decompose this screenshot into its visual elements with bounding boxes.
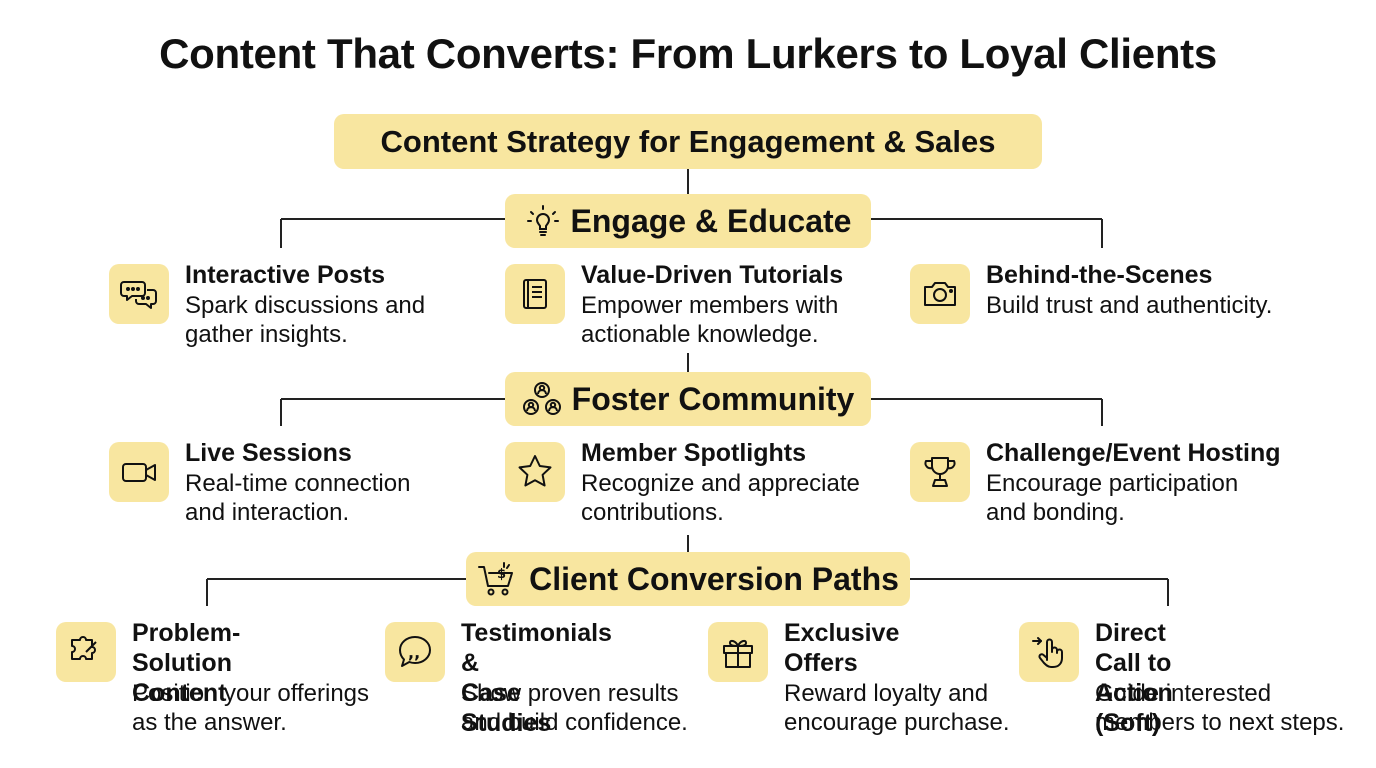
- video-camera-icon: [122, 463, 156, 482]
- card-title: Member Spotlights: [581, 439, 807, 467]
- lightbulb-icon: [526, 205, 559, 236]
- chat-bubbles-icon: [120, 281, 157, 309]
- card-description: Build trust and authenticity.: [986, 292, 1273, 319]
- card-title: Behind-the-Scenes: [986, 261, 1213, 289]
- section-label: Foster Community: [571, 380, 855, 417]
- svg-text:,,: ,,: [408, 643, 420, 662]
- section-foster-community: Foster Community: [505, 372, 871, 426]
- trophy-icon: [924, 457, 956, 487]
- svg-text:$: $: [497, 567, 506, 582]
- quote-bubble-icon: ,,: [399, 636, 431, 667]
- page-title: Content That Converts: From Lurkers to L…: [159, 30, 1217, 77]
- card-title: Exclusive Offers: [784, 619, 900, 677]
- camera-icon: [924, 282, 956, 306]
- pointer-hand-icon: [1032, 637, 1063, 668]
- gift-icon: [723, 639, 753, 668]
- book-icon: [523, 279, 547, 309]
- card-title: Value-Driven Tutorials: [581, 261, 844, 289]
- section-client-conversion-paths: $ Client Conversion Paths: [466, 552, 910, 606]
- star-icon: [518, 455, 552, 487]
- community-icon: [522, 382, 561, 415]
- card-title: Live Sessions: [185, 439, 352, 467]
- root-label: Content Strategy for Engagement & Sales: [380, 123, 996, 159]
- section-engage-educate: Engage & Educate: [505, 194, 871, 248]
- card-title: Challenge/Event Hosting: [986, 439, 1281, 467]
- card-title: Testimonials &Case Studies: [461, 619, 612, 737]
- section-label: Client Conversion Paths: [529, 560, 899, 597]
- section-label: Engage & Educate: [570, 202, 852, 239]
- shopping-cart-icon: $: [478, 562, 514, 596]
- puzzle-icon: [71, 636, 97, 660]
- card-title: Interactive Posts: [185, 261, 386, 289]
- root-node: Content Strategy for Engagement & Sales: [334, 114, 1042, 169]
